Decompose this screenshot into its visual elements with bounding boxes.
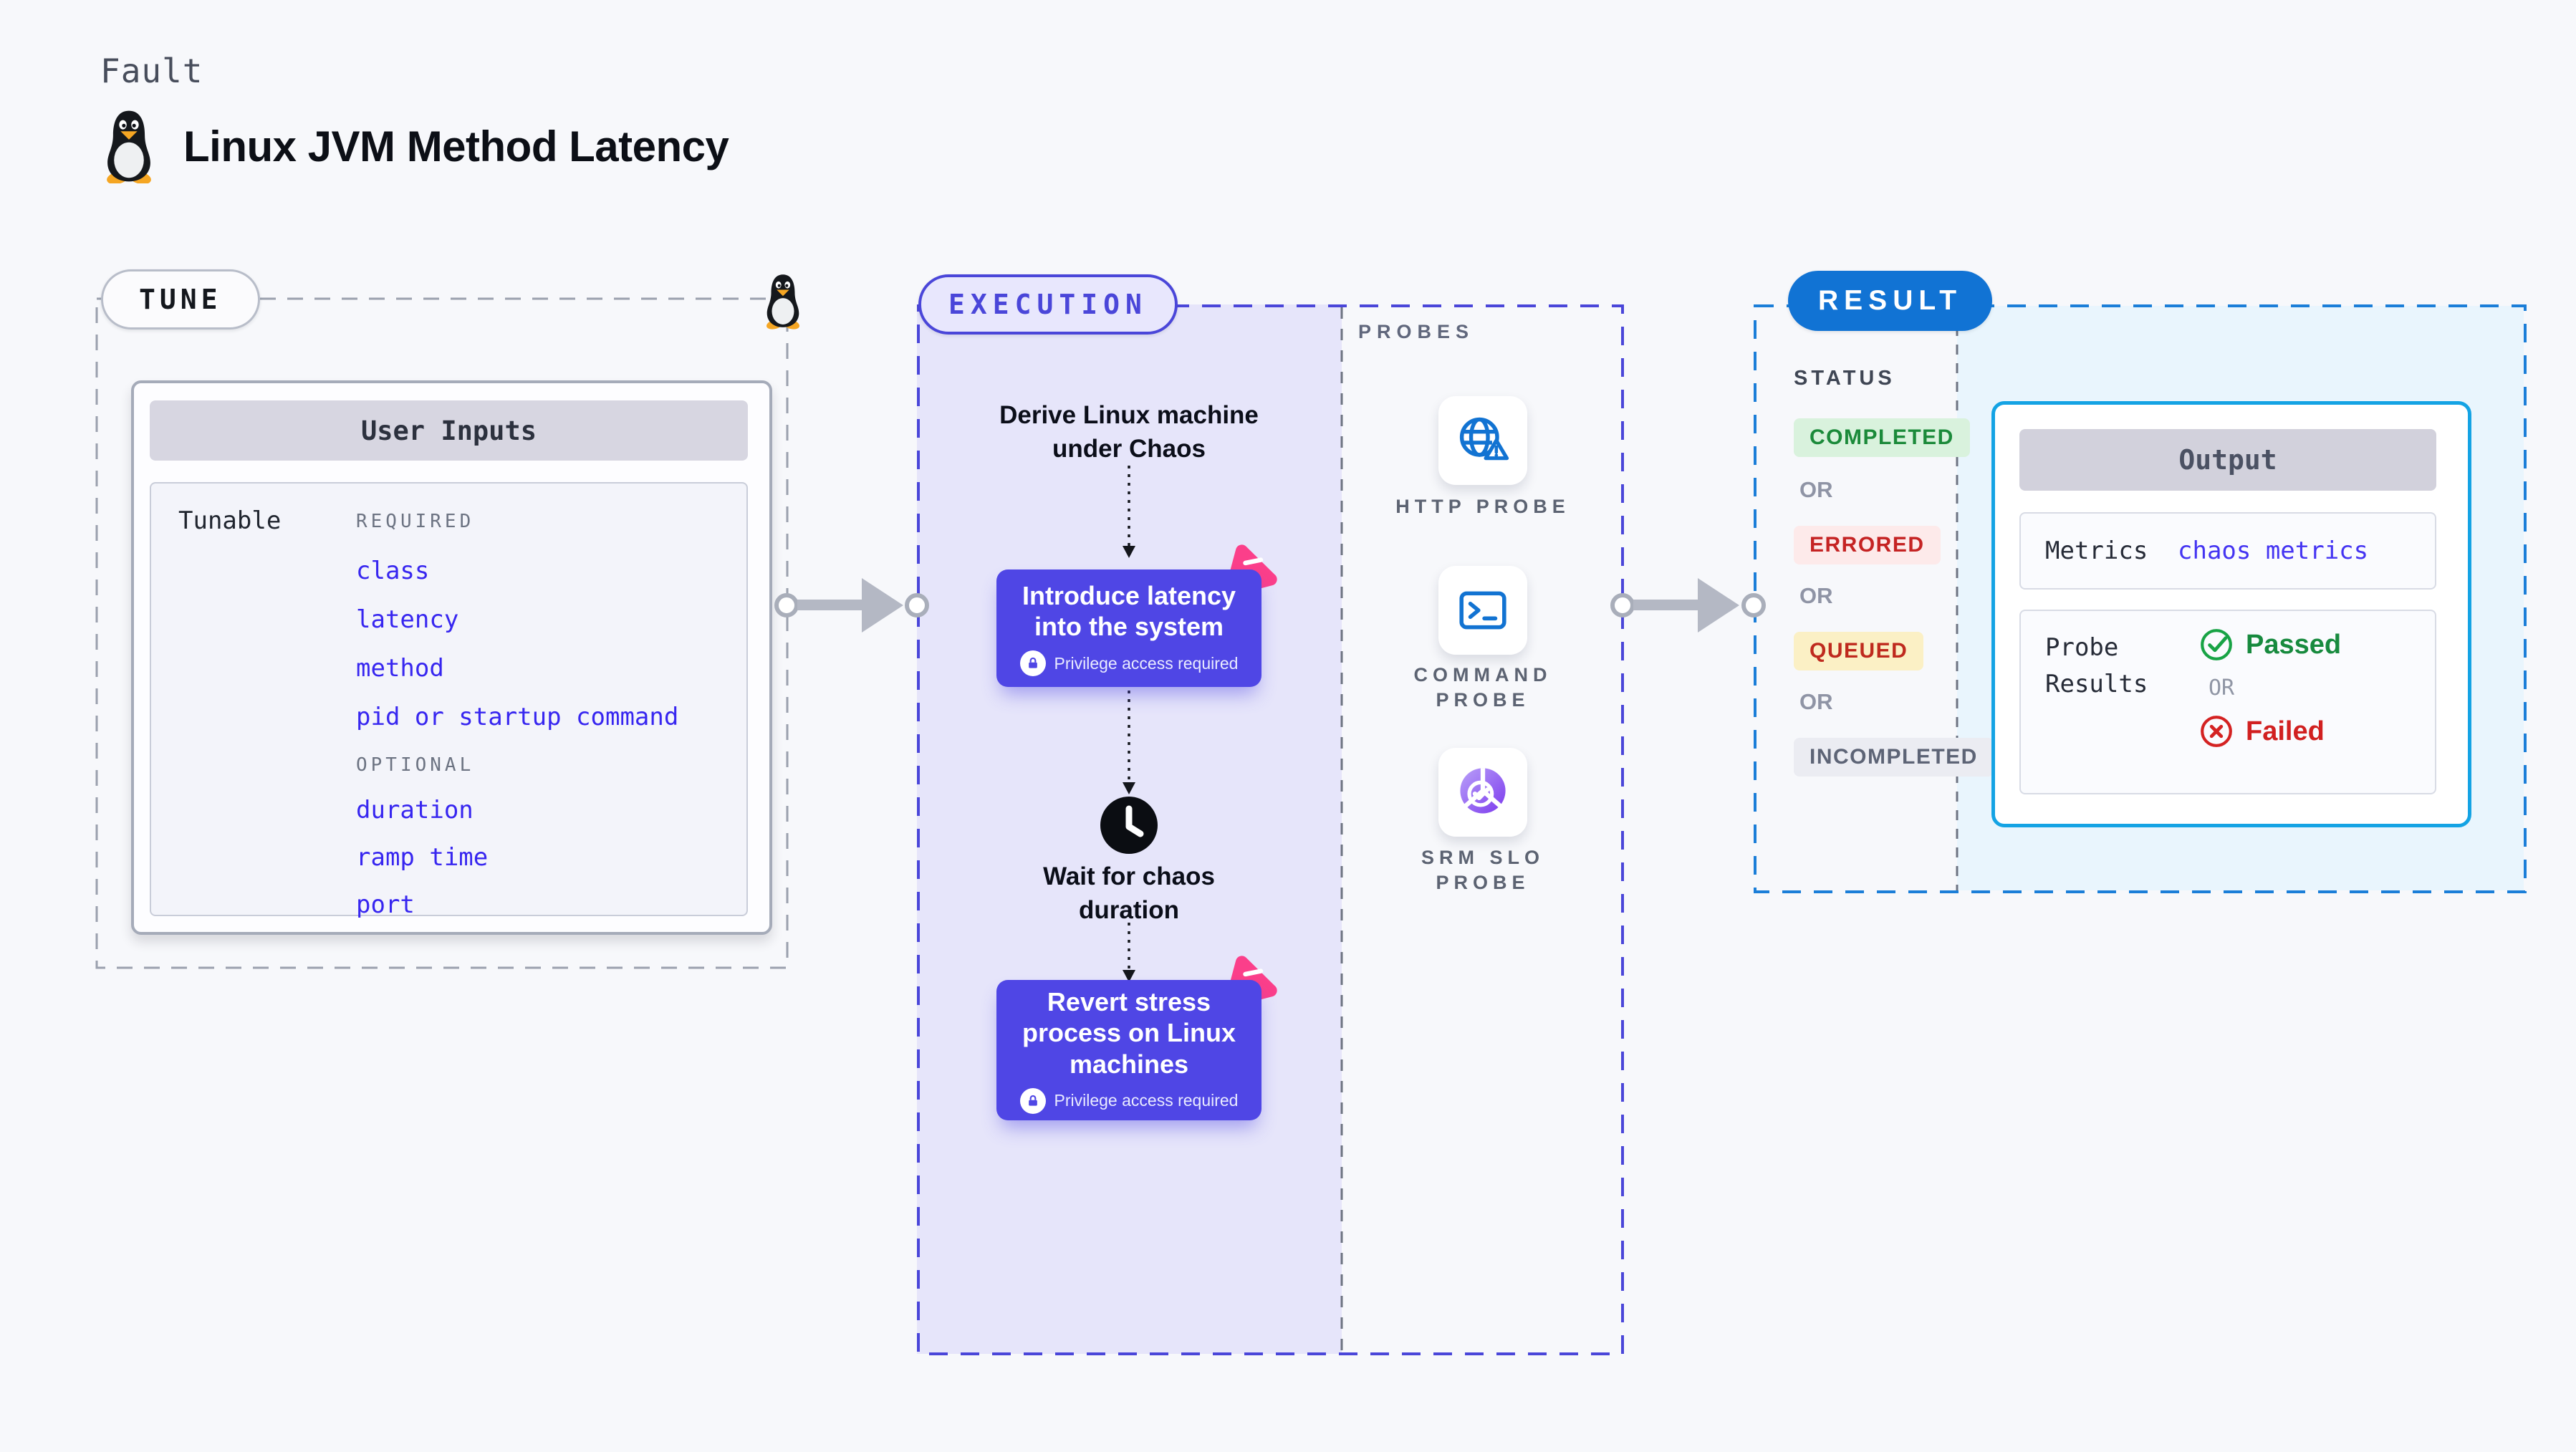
privilege-note: Privilege access required — [1054, 1091, 1239, 1110]
introduce-latency-title: Introduce latency into the system — [1022, 580, 1236, 641]
command-probe-card[interactable] — [1438, 566, 1527, 655]
tune-required-item[interactable]: method — [356, 654, 444, 683]
http-probe-card[interactable] — [1438, 396, 1527, 485]
status-column-label: STATUS — [1794, 367, 1895, 390]
privilege-row: Privilege access required — [1019, 650, 1239, 677]
metrics-row: Metrics chaos metrics — [2019, 512, 2436, 590]
probe-verdicts: Passed OR Failed — [2198, 627, 2341, 749]
status-badge-incompleted: INCOMPLETED — [1794, 738, 1994, 777]
status-badge-errored: ERRORED — [1794, 526, 1941, 564]
status-badge-completed: COMPLETED — [1794, 418, 1970, 457]
passed-label: Passed — [2246, 629, 2342, 660]
wait-step-text: Wait for chaos duration — [1043, 862, 1215, 925]
failed-label: Failed — [2246, 716, 2325, 746]
lock-icon — [1019, 1087, 1046, 1114]
command-probe-label: COMMAND PROBE — [1413, 664, 1552, 711]
tune-badge-label: TUNE — [139, 284, 222, 315]
revert-stress-node: Revert stress process on Linux machines … — [996, 980, 1261, 1120]
output-card-header: Output — [2019, 429, 2436, 491]
or-separator: OR — [2209, 675, 2235, 701]
http-probe-label: HTTP PROBE — [1395, 496, 1570, 517]
privilege-row: Privilege access required — [1019, 1087, 1239, 1114]
terminal-icon — [1459, 591, 1506, 630]
privilege-note: Privilege access required — [1054, 653, 1239, 673]
or-separator: OR — [1799, 583, 1833, 608]
result-badge-label: RESULT — [1818, 285, 1963, 316]
tune-to-execution-arrow — [774, 573, 932, 638]
output-card: Output Metrics chaos metrics Probe Resul… — [1991, 401, 2471, 827]
tune-optional-item[interactable]: ramp time — [356, 843, 489, 872]
tune-required-item[interactable]: latency — [356, 605, 459, 634]
page-title: Linux JVM Method Latency — [183, 122, 729, 170]
execution-dashed-box — [917, 304, 1624, 1355]
srm-slo-probe-label: SRM SLO PROBE — [1421, 847, 1544, 894]
lock-icon — [1019, 650, 1046, 677]
tunable-row-label: Tunable — [178, 506, 282, 535]
srm-slo-probe-card[interactable] — [1438, 748, 1527, 837]
result-dashed-box — [1754, 304, 2527, 893]
slo-donut-icon — [1460, 768, 1506, 814]
tunables-panel: Tunable REQUIRED class latency method pi… — [150, 482, 748, 919]
execution-to-result-arrow — [1610, 573, 1768, 638]
linux-penguin-icon — [107, 110, 151, 183]
passed-row: Passed — [2198, 627, 2341, 663]
globe-alert-icon — [1459, 417, 1509, 461]
tune-optional-item[interactable]: duration — [356, 796, 474, 824]
down-dotted-arrow — [1123, 914, 1135, 982]
required-group-label: REQUIRED — [356, 511, 475, 532]
tune-section-badge: TUNE — [101, 269, 260, 330]
clock-icon — [1100, 797, 1158, 854]
tune-required-item[interactable]: pid or startup command — [356, 703, 679, 731]
or-separator: OR — [1799, 689, 1833, 714]
tune-required-item[interactable]: class — [356, 557, 430, 585]
execution-section-badge: EXECUTION — [918, 274, 1178, 335]
optional-group-label: OPTIONAL — [356, 754, 475, 776]
fault-kicker: Fault — [100, 52, 203, 90]
status-badge-queued: QUEUED — [1794, 632, 1924, 670]
derive-step-text: Derive Linux machine under Chaos — [999, 401, 1259, 463]
user-inputs-card: User Inputs Tunable REQUIRED class laten… — [131, 380, 772, 935]
revert-stress-title: Revert stress process on Linux machines — [1022, 987, 1236, 1079]
output-title: Output — [2178, 444, 2277, 476]
down-dotted-arrow — [1123, 691, 1135, 794]
tune-optional-item[interactable]: port — [356, 890, 415, 919]
metrics-label: Metrics — [2045, 536, 2148, 565]
probe-results-label: Probe Results — [2045, 633, 2148, 698]
x-circle-icon — [2201, 716, 2232, 747]
or-separator: OR — [1799, 477, 1833, 502]
tux-penguin-icon — [766, 274, 800, 330]
user-inputs-header: User Inputs — [150, 400, 748, 461]
result-section-badge: RESULT — [1788, 271, 1993, 331]
title-row: Linux JVM Method Latency — [99, 109, 729, 183]
probe-results-row: Probe Results Passed OR Failed — [2019, 610, 2436, 794]
probes-column-label: PROBES — [1358, 321, 1475, 342]
execution-badge-label: EXECUTION — [948, 289, 1148, 320]
failed-row: Failed — [2198, 713, 2341, 749]
check-circle-icon — [2201, 629, 2232, 660]
user-inputs-title: User Inputs — [360, 415, 537, 446]
introduce-latency-node: Introduce latency into the system Privil… — [996, 569, 1261, 687]
chaos-metrics-link[interactable]: chaos metrics — [2178, 537, 2369, 565]
down-dotted-arrow — [1123, 466, 1135, 558]
